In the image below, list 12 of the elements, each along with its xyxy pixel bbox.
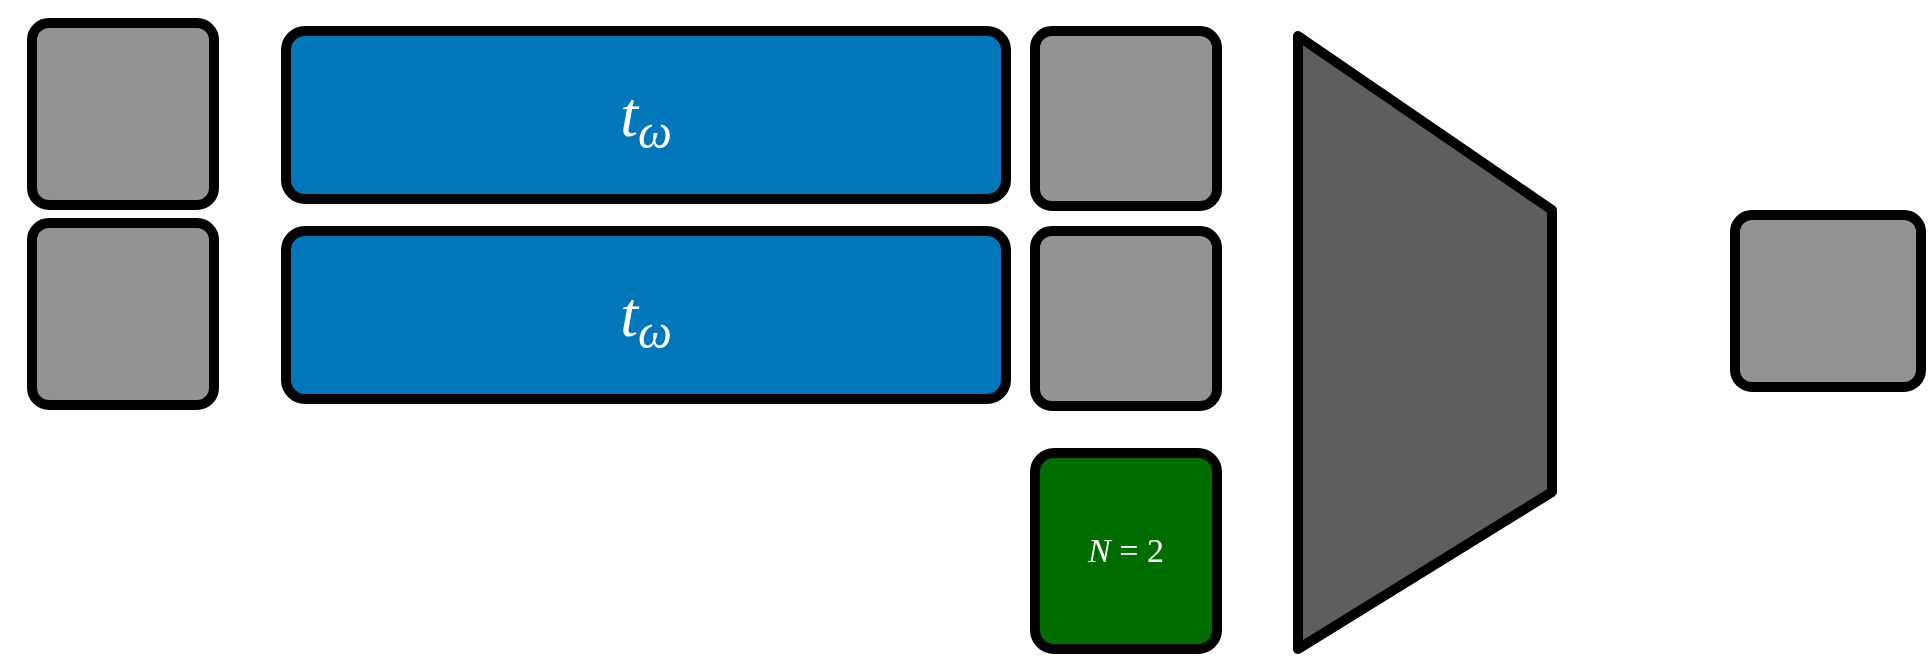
trapezoid-block <box>1292 30 1558 655</box>
label-block <box>281 226 1011 404</box>
square-block <box>1030 26 1222 211</box>
square-block <box>1730 210 1926 392</box>
math-label: t$_{ω}$ <box>620 283 672 347</box>
label-block <box>281 26 1011 204</box>
square-block <box>1030 226 1222 411</box>
square-block <box>27 18 219 210</box>
label-block <box>1030 448 1222 654</box>
math-label: t$_{ω}$ <box>620 83 672 147</box>
math-label: N = 2 <box>1088 534 1164 568</box>
square-block <box>27 218 219 410</box>
